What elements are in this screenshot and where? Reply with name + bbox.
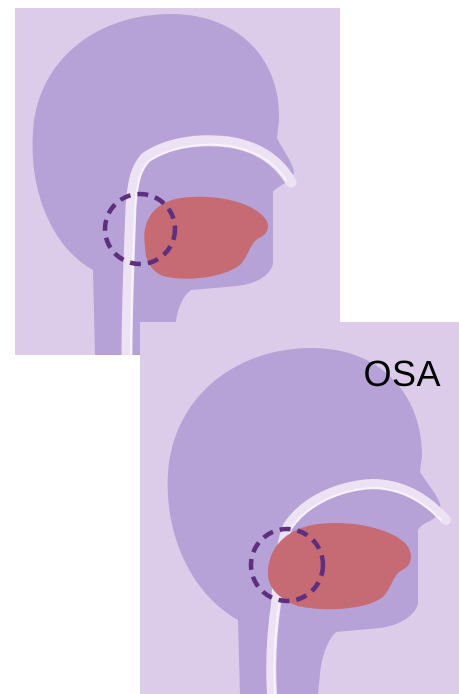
normal-airway-panel — [15, 8, 340, 355]
osa-label: OSA — [363, 356, 441, 392]
head-silhouette — [33, 14, 294, 355]
normal-airway-illustration — [15, 8, 340, 355]
head-silhouette — [168, 348, 441, 694]
osa-panel: OSA — [140, 322, 459, 694]
